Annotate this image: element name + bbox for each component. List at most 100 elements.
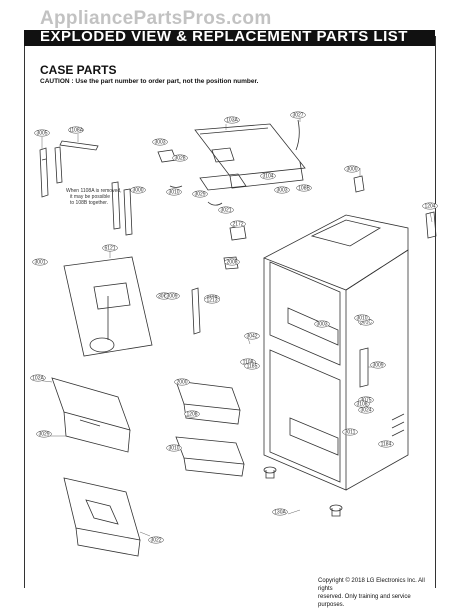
callout-bubble	[30, 374, 46, 382]
door-bin-upper	[175, 380, 241, 425]
callout-bubble	[204, 296, 220, 304]
callout-3001: 3001	[32, 258, 48, 266]
callout-bubble	[244, 362, 260, 370]
callout-text: 1208	[186, 412, 197, 418]
callout-103A: 103A	[224, 116, 240, 124]
header-band	[24, 30, 435, 46]
copyright-line-2: reserved. Only training and service purp…	[318, 594, 411, 608]
callout-3003: 3003	[274, 186, 290, 194]
section-title: CASE PARTS	[40, 63, 117, 77]
callout-text: 3021	[220, 208, 231, 214]
caution-note: CAUTION : Use the part number to order p…	[40, 78, 259, 85]
callout-bubble	[174, 378, 190, 386]
callout-text: 3009	[166, 294, 177, 300]
callout-bubble	[342, 428, 358, 436]
callout-text: 3010	[168, 190, 179, 196]
callout-bubble	[34, 129, 50, 137]
callout-3104: 3104	[260, 172, 276, 180]
page-title: EXPLODED VIEW & REPLACEMENT PARTS LIST	[40, 28, 408, 45]
callout-3005: 3005	[34, 129, 50, 137]
callout-6121: 6121	[102, 244, 118, 252]
callout-bubble	[36, 430, 52, 438]
top-trim-strip	[59, 140, 99, 151]
callout-130A: 130A	[272, 508, 288, 516]
callout-bubble	[164, 292, 180, 300]
callout-text: 102A	[32, 376, 44, 382]
refrigerator-cabinet	[263, 214, 409, 491]
callout-bubble	[166, 444, 182, 452]
small-hinge-part	[223, 175, 437, 270]
callout-bubble	[260, 172, 276, 180]
callout-bubble	[422, 202, 438, 210]
callout-text: 3005	[36, 131, 47, 137]
callout-3042: 3042	[244, 332, 260, 340]
callout-text: 301C	[360, 320, 372, 326]
callout-text: 3022	[150, 538, 161, 544]
top-cover-panel	[194, 123, 306, 189]
callout-text: 3108	[356, 402, 367, 408]
callout-1213: 1213	[204, 296, 220, 304]
callout-1204: 1204	[422, 202, 438, 210]
note-line-2: it may be possible	[70, 194, 110, 200]
callout-3003: 3003	[314, 320, 330, 328]
callout-text: 3011	[345, 430, 356, 436]
callout-text: 3027	[292, 113, 303, 119]
callout-text: 1213	[206, 298, 217, 304]
callout-text: 3003	[316, 322, 327, 328]
bottom-housing	[63, 477, 141, 557]
callout-3027: 3027	[290, 111, 306, 119]
callout-text: 2008	[226, 260, 237, 266]
callout-text: 3028	[174, 156, 185, 162]
callout-108B: 108B	[296, 184, 312, 192]
center-divider-strip	[54, 146, 63, 184]
callout-text: 3075	[360, 398, 371, 404]
callout-bubble	[272, 508, 288, 516]
callout-text: 3029	[38, 432, 49, 438]
copyright-line-1: Copyright © 2018 LG Electronics Inc. All…	[318, 578, 425, 592]
callout-102A: 102A	[30, 374, 46, 382]
copyright-notice: Copyright © 2018 LG Electronics Inc. All…	[318, 577, 436, 609]
callout-3022: 3022	[148, 536, 164, 544]
callout-text: 2172	[232, 222, 243, 228]
side-trim-strip-2	[111, 181, 133, 236]
callout-text: 103A	[226, 118, 238, 124]
leveling-foot	[263, 466, 343, 517]
callout-text: 1108	[243, 360, 254, 366]
callout-3108: 3108	[354, 400, 370, 408]
callout-text: 3001	[34, 260, 45, 266]
callout-3010: 3010	[166, 444, 182, 452]
callout-3009: 3009	[370, 361, 386, 369]
callout-bubble	[224, 116, 240, 124]
callout-3010: 3010	[166, 188, 182, 196]
callout-bubble	[244, 332, 260, 340]
door-bin-lower	[175, 436, 245, 477]
callout-text: 1184	[381, 442, 392, 448]
callout-text: 3024	[360, 408, 371, 414]
callout-bubble	[68, 126, 84, 134]
callout-text: 1204	[424, 204, 435, 210]
callout-bubble	[218, 206, 234, 214]
callout-1208: 1208	[184, 410, 200, 418]
note-line-3: to 108B together.	[70, 200, 108, 206]
callout-bubble	[130, 186, 146, 194]
callout-3010: 3010	[354, 314, 370, 322]
callout-text: 3042	[246, 334, 257, 340]
drawer-assembly	[51, 377, 131, 453]
callout-bubble	[274, 186, 290, 194]
callout-text: 6121	[104, 246, 115, 252]
callout-text: 3010	[356, 316, 367, 322]
cable-wire	[169, 119, 300, 206]
leader-lines	[35, 116, 433, 537]
callout-3024: 3024	[358, 406, 374, 414]
callout-bubble	[32, 258, 48, 266]
callout-3000: 3000	[344, 165, 360, 173]
callout-text: 1185	[247, 364, 258, 370]
callout-bubble	[224, 258, 240, 266]
callout-text: 3003	[276, 188, 287, 194]
callout-text: 3104	[262, 174, 273, 180]
callout-bubble	[296, 184, 312, 192]
callout-bubble	[230, 220, 246, 228]
callout-bubble	[354, 314, 370, 322]
